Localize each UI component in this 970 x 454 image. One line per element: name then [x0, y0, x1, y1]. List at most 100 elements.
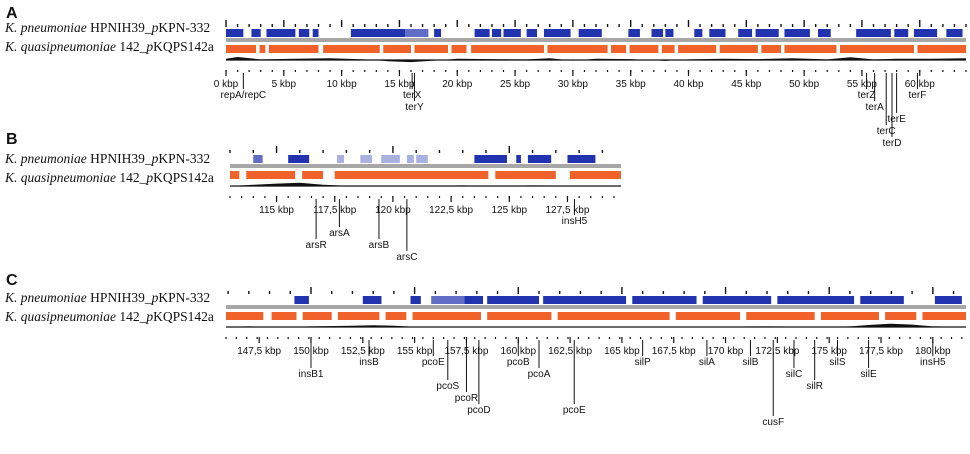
- query-block: [629, 45, 659, 53]
- match-block: [856, 29, 891, 37]
- tick-label: 45 kbp: [731, 79, 761, 90]
- query-block: [569, 171, 621, 179]
- match-block: [543, 296, 627, 304]
- query-block: [302, 312, 332, 320]
- query-block: [922, 312, 966, 320]
- match-block: [474, 155, 507, 163]
- panel-letter: B: [6, 131, 18, 148]
- match-block: [694, 29, 703, 37]
- tick-label: 10 kbp: [327, 79, 357, 90]
- query-block: [611, 45, 627, 53]
- track1-plasmid-prefix: p: [151, 151, 159, 166]
- track1-label: K. pneumoniae HPNIH39_pKPN-332: [4, 20, 210, 35]
- tick-label: 5 kbp: [272, 79, 297, 90]
- match-block: [266, 29, 296, 37]
- match-block: [628, 29, 640, 37]
- query-block: [487, 312, 552, 320]
- query-block: [230, 171, 240, 179]
- track1-species: K. pneumoniae: [4, 20, 87, 35]
- gene-label: terF: [909, 90, 927, 101]
- match-block: [416, 155, 428, 163]
- match-block: [337, 155, 345, 163]
- query-block: [226, 312, 264, 320]
- gene-label: arsC: [396, 252, 417, 263]
- tick-label: 20 kbp: [442, 79, 472, 90]
- gene-label: terX: [403, 90, 422, 101]
- match-block: [665, 29, 674, 37]
- match-block: [516, 155, 521, 163]
- tick-label: 25 kbp: [500, 79, 530, 90]
- query-block: [334, 171, 489, 179]
- query-block: [271, 312, 297, 320]
- match-block: [503, 29, 521, 37]
- gene-label: pcoE: [563, 405, 586, 416]
- query-block: [784, 45, 837, 53]
- query-block: [885, 312, 917, 320]
- tick-label: 167,5 kbp: [652, 346, 696, 357]
- match-block: [818, 29, 831, 37]
- match-block: [755, 29, 779, 37]
- track1-plasmid: KPN-332: [158, 151, 210, 166]
- match-block: [567, 155, 596, 163]
- gene-label: insH5: [920, 357, 946, 368]
- track2-strain: 142_: [119, 170, 146, 185]
- reference-bar: [230, 164, 621, 168]
- match-block: [410, 296, 421, 304]
- match-block: [312, 29, 319, 37]
- track1-label: K. pneumoniae HPNIH39_pKPN-332: [4, 151, 210, 166]
- tick-label: 165 kbp: [604, 346, 640, 357]
- gene-label: terY: [405, 102, 424, 113]
- gene-label: pcoE: [422, 357, 445, 368]
- match-block: [709, 29, 726, 37]
- track2-plasmid: KQPS142a: [153, 309, 214, 324]
- query-block: [259, 45, 266, 53]
- tick-label: 175 kbp: [811, 346, 847, 357]
- match-block: [527, 155, 552, 163]
- track2-plasmid-prefix: p: [145, 309, 153, 324]
- match-block: [777, 296, 855, 304]
- track1-plasmid-prefix: p: [151, 20, 159, 35]
- gene-label: silS: [829, 357, 845, 368]
- track2-species: K. quasipneumoniae: [4, 39, 116, 54]
- gene-label: silE: [861, 369, 877, 380]
- match-block: [651, 29, 664, 37]
- track2-strain: 142_: [119, 39, 146, 54]
- match-block: [784, 29, 810, 37]
- gene-label: terD: [883, 138, 902, 149]
- track2-label: K. quasipneumoniae 142_pKQPS142a: [4, 170, 214, 185]
- query-block: [246, 171, 296, 179]
- reference-bar: [226, 38, 966, 42]
- match-block: [946, 29, 963, 37]
- tick-label: 170 kbp: [708, 346, 744, 357]
- match-block: [860, 296, 904, 304]
- tick-label: 152,5 kbp: [341, 346, 385, 357]
- match-block: [226, 29, 244, 37]
- reference-bar: [226, 305, 966, 309]
- match-block: [294, 296, 309, 304]
- match-block: [298, 29, 310, 37]
- query-block: [820, 312, 879, 320]
- match-block: [474, 29, 490, 37]
- tick-label: 177,5 kbp: [859, 346, 903, 357]
- track1-plasmid: KPN-332: [158, 290, 210, 305]
- tick-label: 172,5 kbp: [755, 346, 799, 357]
- query-block: [547, 45, 608, 53]
- match-block: [543, 29, 571, 37]
- match-block: [350, 29, 406, 37]
- panel-b: B K. pneumoniae HPNIH39_pKPN-332 K. quasip…: [4, 131, 621, 263]
- tick-label: 60 kbp: [905, 79, 935, 90]
- query-block: [323, 45, 380, 53]
- query-block: [719, 45, 758, 53]
- match-block: [434, 29, 442, 37]
- tick-label: 35 kbp: [616, 79, 646, 90]
- track1-strain: HPNIH39_: [90, 290, 152, 305]
- match-block: [934, 296, 962, 304]
- panel-letter: C: [6, 272, 18, 289]
- tick-label: 162,5 kbp: [548, 346, 592, 357]
- match-block: [894, 29, 909, 37]
- query-block: [839, 45, 914, 53]
- match-block: [738, 29, 753, 37]
- track2-species: K. quasipneumoniae: [4, 170, 116, 185]
- tick-label: 50 kbp: [789, 79, 819, 90]
